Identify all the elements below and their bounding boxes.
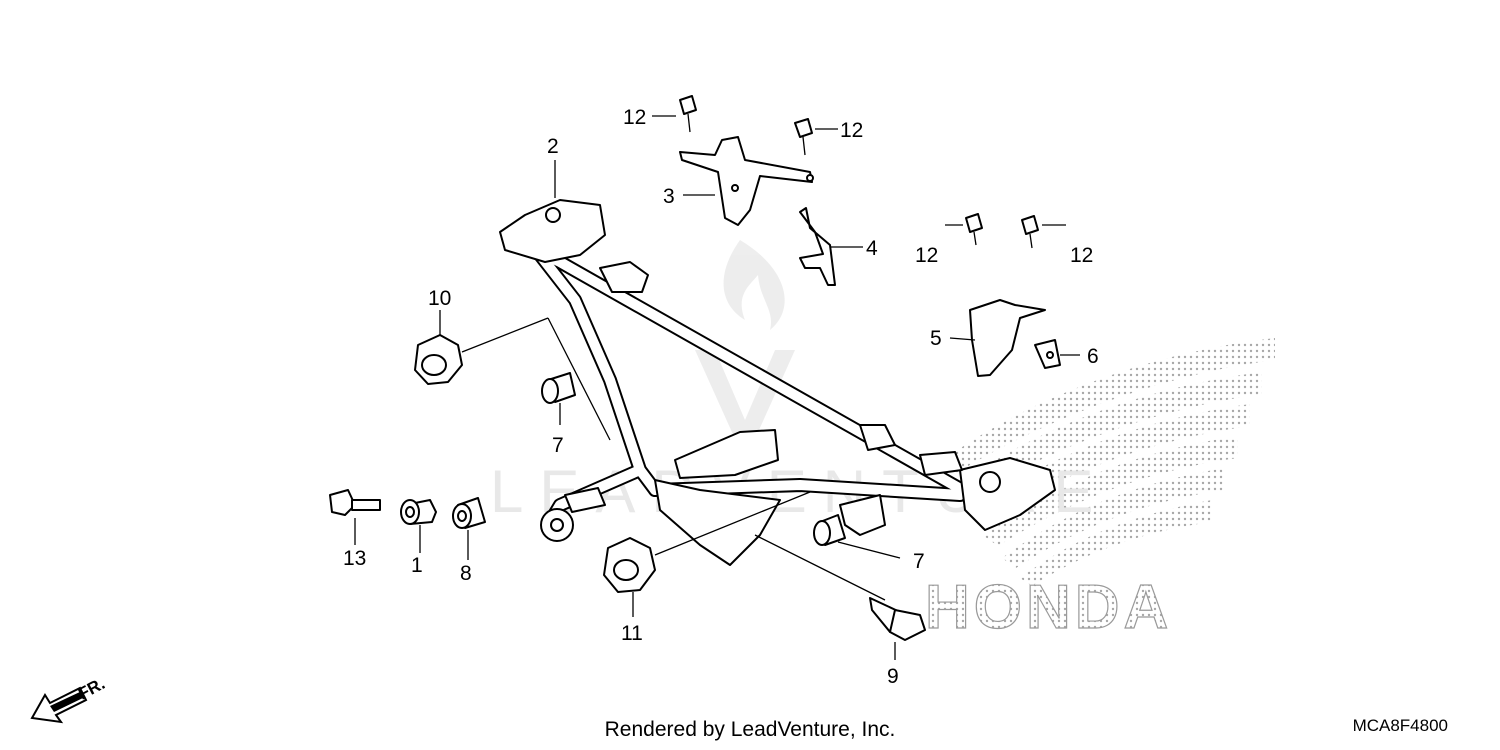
callout-3: 3 bbox=[663, 185, 675, 208]
callout-12-b: 12 bbox=[840, 119, 863, 142]
callout-5: 5 bbox=[930, 327, 942, 350]
callout-9: 9 bbox=[887, 665, 899, 688]
callout-12-d: 12 bbox=[1070, 244, 1093, 267]
part-12-bolt-b bbox=[794, 118, 838, 156]
part-6-nut bbox=[1034, 339, 1080, 369]
credit-line: Rendered by LeadVenture, Inc. bbox=[604, 718, 896, 741]
part-12-bolt-a bbox=[652, 95, 697, 133]
callout-6: 6 bbox=[1087, 345, 1099, 368]
callout-13: 13 bbox=[343, 547, 366, 570]
part-4-stay bbox=[799, 207, 863, 286]
diagram-code: MCA8F4800 bbox=[1352, 716, 1448, 735]
part-9-bolt bbox=[754, 534, 926, 660]
part-3-bracket bbox=[679, 136, 814, 226]
brand-wing-logo: HONDA bbox=[924, 338, 1275, 643]
callout-8: 8 bbox=[460, 562, 472, 585]
part-1-collar bbox=[400, 499, 437, 553]
front-direction-arrow: FR. bbox=[30, 674, 108, 724]
part-12-bolt-c bbox=[945, 213, 983, 246]
part-10-clamp bbox=[414, 310, 611, 441]
callout-2: 2 bbox=[547, 135, 559, 158]
part-7-rubber-mount-lower bbox=[813, 514, 901, 559]
callout-7-lower: 7 bbox=[913, 550, 925, 573]
callout-labels: 1 2 3 4 5 6 7 7 8 9 10 11 12 12 12 12 13 bbox=[343, 106, 1099, 688]
callout-1: 1 bbox=[411, 554, 423, 577]
brand-wordmark: HONDA bbox=[925, 573, 1172, 642]
part-11-clamp bbox=[603, 491, 811, 617]
main-frame-drawing bbox=[499, 199, 1056, 566]
part-5-bracket bbox=[949, 299, 1046, 377]
callout-4: 4 bbox=[866, 237, 878, 260]
part-12-bolt-d bbox=[1021, 215, 1066, 249]
callout-12-a: 12 bbox=[623, 106, 646, 129]
callout-10: 10 bbox=[428, 287, 451, 310]
part-13-bolt bbox=[329, 489, 381, 545]
callout-7-upper: 7 bbox=[552, 434, 564, 457]
callout-11: 11 bbox=[621, 622, 643, 645]
part-8-grommet bbox=[452, 497, 486, 560]
part-7-rubber-mount bbox=[541, 372, 576, 425]
callout-12-c: 12 bbox=[915, 244, 938, 267]
